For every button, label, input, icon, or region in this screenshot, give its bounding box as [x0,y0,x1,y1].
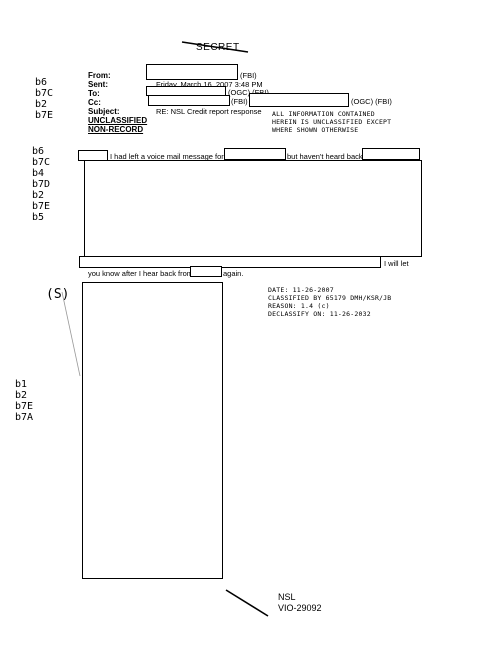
doc-label: NSL [278,592,296,602]
classification-bottom-strike [225,589,269,617]
redaction-secret-block [82,282,223,579]
subject-value: RE: NSL Credit report response [156,107,262,116]
exemption-code: b7D [32,179,51,190]
redaction-body-line2 [79,256,381,268]
redaction-cc-1 [148,95,230,106]
classification-top-strike [181,41,249,53]
marking-non-record: NON-RECORD [88,125,144,134]
redaction-body-line1-name [224,148,286,160]
cc-suffix-2: (OGC) (FBI) [351,97,392,106]
to-suffix: (OGC) (FBI) [228,88,269,97]
cc-suffix-1: (FBI) [231,97,248,106]
exemption-group-1: b6 b7C b2 b7E [35,77,53,121]
exemption-group-3: b1 b2 b7E b7A [15,379,33,423]
from-suffix: (FBI) [240,71,257,80]
redaction-body-line3 [190,266,222,277]
body-line3-end: again. [223,269,244,278]
redaction-cc-2 [249,93,349,107]
exemption-code: b4 [32,168,45,179]
exemption-code: b7A [15,412,34,423]
redaction-from [146,64,238,80]
body-line2-end: I will let [384,259,409,268]
stamp-line: ALL INFORMATION CONTAINED [272,110,375,118]
sent-value: Friday, March 16, 2007 3:48 PM [156,80,263,89]
body-line1-end: but haven't heard back [287,152,363,161]
marker-connector-line [61,291,81,377]
doc-id: VIO-29092 [278,603,322,613]
redaction-body-paragraph [84,160,422,257]
from-label: From: [88,71,111,80]
class-classified-by: CLASSIFIED BY 65179 DMH/KSR/JB [268,294,392,302]
cc-label: Cc: [88,98,101,107]
classification-block: DATE: 11-26-2007 CLASSIFIED BY 65179 DMH… [268,286,391,318]
exemption-code: b7C [32,157,51,168]
exemption-code: b6 [32,146,45,157]
exemption-code: b1 [15,379,28,390]
exemption-code: b7E [15,401,34,412]
exemption-code: b2 [32,190,45,201]
exemption-group-2: b6 b7C b4 b7D b2 b7E b5 [32,146,50,223]
subject-label: Subject: [88,107,120,116]
class-date: DATE: 11-26-2007 [268,286,334,294]
stamp-line: HEREIN IS UNCLASSIFIED EXCEPT [272,118,392,126]
marking-unclassified: UNCLASSIFIED [88,116,148,125]
class-reason: REASON: 1.4 (c) [268,302,330,310]
exemption-code: b7E [32,201,51,212]
exemption-code: b5 [32,212,45,223]
stamp-line: WHERE SHOWN OTHERWISE [272,126,359,134]
class-declassify: DECLASSIFY ON: 11-26-2032 [268,310,371,318]
exemption-code: b7C [35,88,54,99]
body-line3-start: you know after I hear back from [88,269,194,278]
exemption-code: b2 [15,390,28,401]
body-line1-mid: I had left a voice mail message for [110,152,224,161]
to-label: To: [88,89,100,98]
exemption-code: b6 [35,77,48,88]
sent-label: Sent: [88,80,108,89]
redaction-body-line1-end [362,148,420,160]
exemption-code: b2 [35,99,48,110]
exemption-code: b7E [35,110,54,121]
stamp-unclassified-notice: ALL INFORMATION CONTAINED HEREIN IS UNCL… [272,110,391,134]
